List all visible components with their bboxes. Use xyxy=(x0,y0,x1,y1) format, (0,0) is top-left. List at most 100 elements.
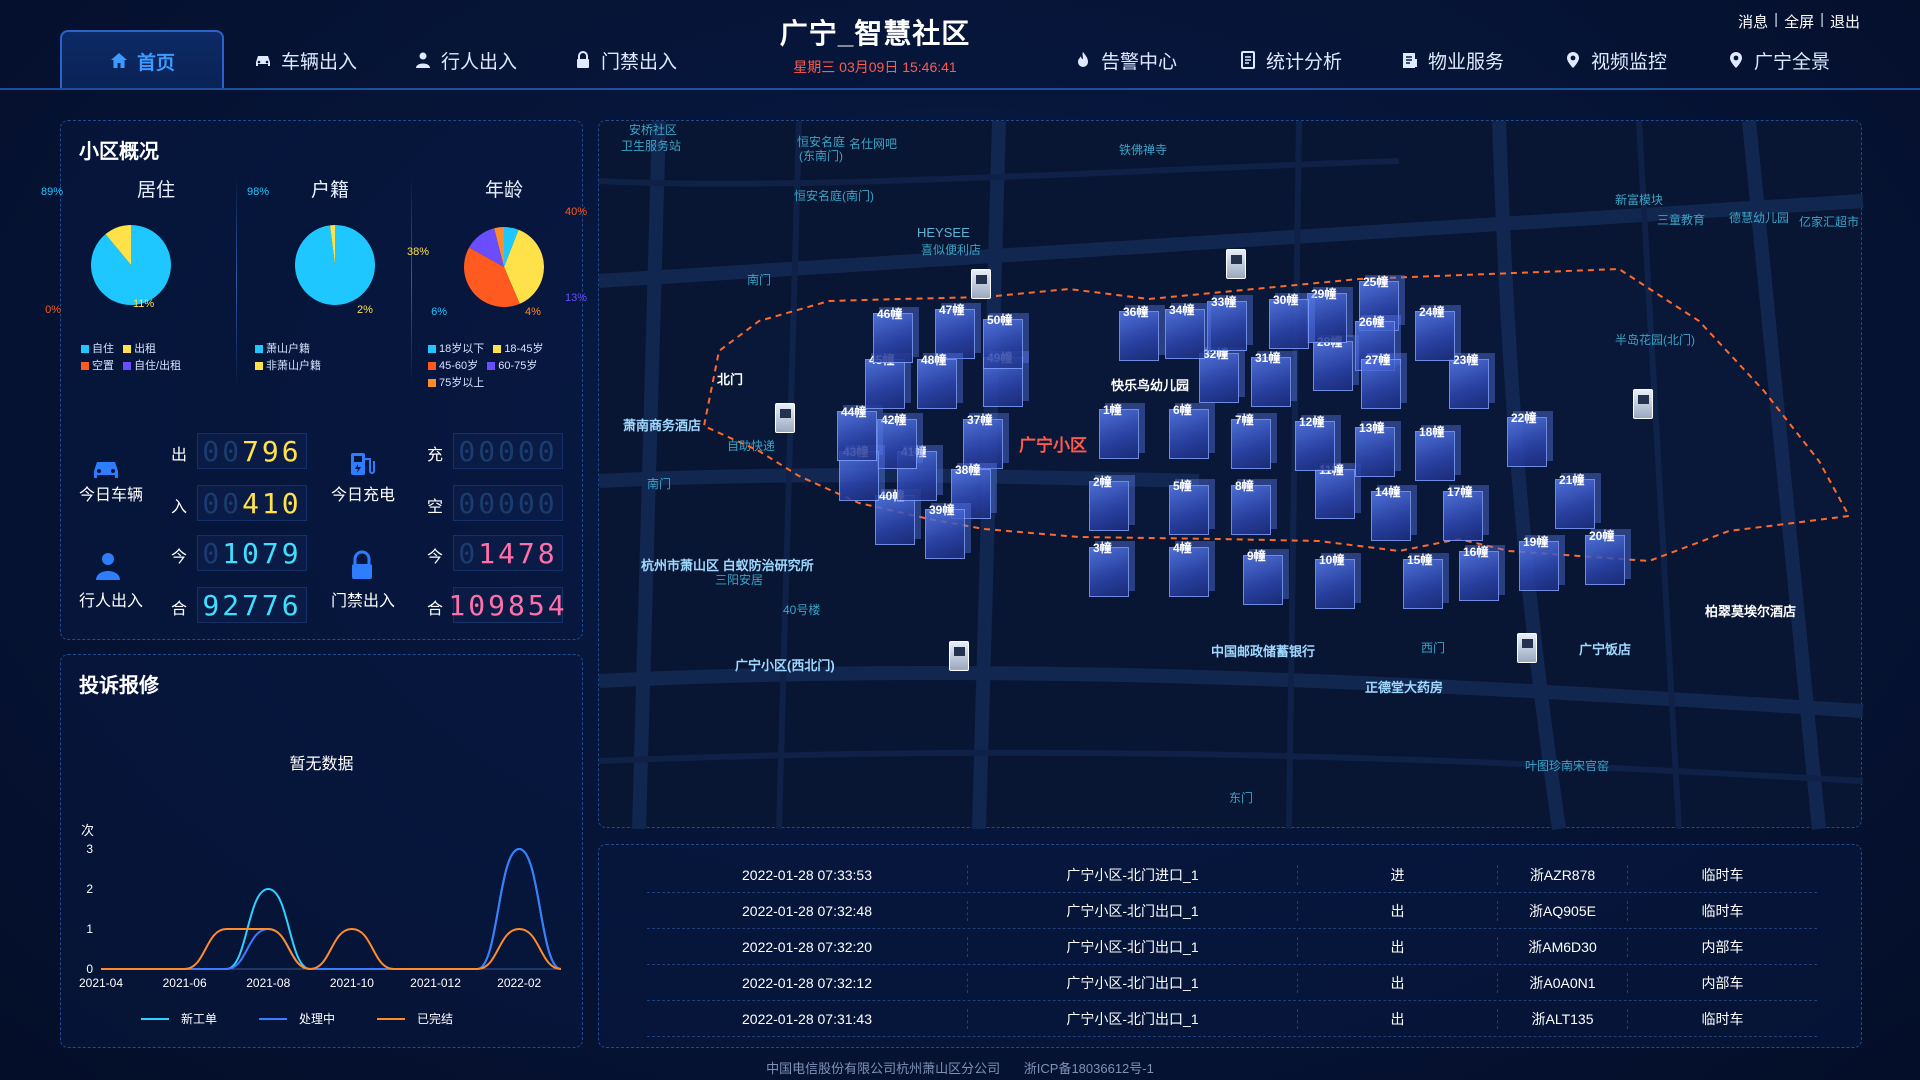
gate-camera-icon[interactable] xyxy=(775,403,795,433)
building-label: 24幢 xyxy=(1419,305,1445,319)
gate-camera-icon[interactable] xyxy=(971,269,991,299)
building-block[interactable] xyxy=(1207,301,1247,351)
building-block[interactable] xyxy=(875,495,915,545)
building-label: 19幢 xyxy=(1523,535,1549,549)
y-tick-label: 0 xyxy=(86,962,93,976)
building-block[interactable] xyxy=(1251,357,1291,407)
document-icon xyxy=(1240,51,1255,69)
building-label: 10幢 xyxy=(1319,553,1345,567)
building-block[interactable] xyxy=(1449,359,1489,409)
current-datetime: 星期三 03月09日 15:46:41 xyxy=(793,59,957,75)
legend-item: 75岁以上 xyxy=(428,375,484,391)
gate-camera-icon[interactable] xyxy=(949,641,969,671)
map-place: 西门 xyxy=(1421,641,1446,655)
building-block[interactable] xyxy=(1361,359,1401,409)
building-block[interactable] xyxy=(1371,491,1411,541)
building-block[interactable] xyxy=(935,309,975,359)
panel-title: 投诉报修 xyxy=(79,675,159,697)
footer-icp[interactable]: 浙ICP备18036612号-1 xyxy=(1023,1061,1154,1076)
building-block[interactable] xyxy=(1355,427,1395,477)
footer-company: 中国电信股份有限公司杭州萧山区分公司 xyxy=(766,1061,1001,1076)
building-block[interactable] xyxy=(1119,311,1159,361)
building-label: 39幢 xyxy=(929,503,955,517)
tab-property[interactable]: 物业服务 xyxy=(1392,30,1512,90)
messages-link[interactable]: 消息 xyxy=(1738,14,1769,31)
building-block[interactable] xyxy=(917,359,957,409)
kiosk-screen xyxy=(1231,255,1242,264)
building-block[interactable] xyxy=(925,509,965,559)
map-place: 正德堂大药房 xyxy=(1365,680,1444,695)
pie-label: 2% xyxy=(357,304,373,316)
building-block[interactable] xyxy=(1089,481,1129,531)
community-map[interactable]: 1幢2幢3幢4幢5幢6幢7幢8幢9幢10幢11幢12幢13幢14幢15幢16幢1… xyxy=(598,120,1864,830)
gate-camera-icon[interactable] xyxy=(1517,633,1537,663)
y-tick-label: 2 xyxy=(86,882,93,896)
kiosk-screen xyxy=(1638,395,1649,404)
building-block[interactable] xyxy=(1089,547,1129,597)
tab-statistics[interactable]: 统计分析 xyxy=(1230,30,1350,90)
building-block[interactable] xyxy=(1443,491,1483,541)
gate-camera-icon[interactable] xyxy=(1633,389,1653,419)
building-block[interactable] xyxy=(1415,431,1455,481)
building-block[interactable] xyxy=(1231,485,1271,535)
legend-label: 新工单 xyxy=(181,1011,217,1026)
building-block[interactable] xyxy=(1459,551,1499,601)
tab-label: 物业服务 xyxy=(1427,51,1504,73)
building-block[interactable] xyxy=(1585,535,1625,585)
building-block[interactable] xyxy=(1555,479,1595,529)
tab-video[interactable]: 视频监控 xyxy=(1555,30,1675,90)
tab-home[interactable]: 首页 xyxy=(60,30,224,90)
fullscreen-link[interactable]: 全屏 xyxy=(1784,14,1815,31)
building-block[interactable] xyxy=(1415,311,1455,361)
building-block[interactable] xyxy=(877,419,917,469)
tab-access[interactable]: 门禁出入 xyxy=(565,30,685,90)
residence-pie-chart: 89%11%0% xyxy=(41,186,171,316)
map-place: 东门 xyxy=(1229,791,1254,805)
tab-vehicle[interactable]: 车辆出入 xyxy=(240,30,370,90)
building-label: 50幢 xyxy=(987,313,1013,327)
pedestrian-today-label: 今 xyxy=(171,549,188,566)
tab-pedestrian[interactable]: 行人出入 xyxy=(405,30,525,90)
building-block[interactable] xyxy=(1099,409,1139,459)
building-block[interactable] xyxy=(1403,559,1443,609)
building-block[interactable] xyxy=(963,419,1003,469)
building-block[interactable] xyxy=(1315,559,1355,609)
building-block[interactable] xyxy=(1231,419,1271,469)
building-block[interactable] xyxy=(1295,421,1335,471)
building-block[interactable] xyxy=(837,411,877,461)
map-place: 铁佛禅寺 xyxy=(1119,143,1168,157)
building-block[interactable] xyxy=(1169,547,1209,597)
building-block[interactable] xyxy=(1519,541,1559,591)
legend-label: 萧山户籍 xyxy=(266,343,310,355)
legend-item: 出租 xyxy=(123,341,156,357)
gate-camera-icon[interactable] xyxy=(1226,249,1246,279)
tab-alarm[interactable]: 告警中心 xyxy=(1065,30,1185,90)
building-block[interactable] xyxy=(1507,417,1547,467)
tab-panorama[interactable]: 广宁全景 xyxy=(1718,30,1838,90)
building-block[interactable] xyxy=(983,319,1023,369)
building-block[interactable] xyxy=(1199,353,1239,403)
building-block[interactable] xyxy=(873,313,913,363)
logout-link[interactable]: 退出 xyxy=(1829,14,1860,31)
building-block[interactable] xyxy=(1169,409,1209,459)
building-label: 26幢 xyxy=(1359,315,1385,329)
building-block[interactable] xyxy=(1269,299,1309,349)
building-block[interactable] xyxy=(865,359,905,409)
divider xyxy=(236,173,237,388)
building-label: 22幢 xyxy=(1511,411,1537,425)
access-label: 门禁出入 xyxy=(330,593,395,610)
building-block[interactable] xyxy=(1169,485,1209,535)
building-block[interactable] xyxy=(1165,309,1205,359)
footer: 中国电信股份有限公司杭州萧山区分公司 浙ICP备18036612号-1 xyxy=(0,1058,1920,1077)
tab-label: 视频监控 xyxy=(1590,51,1667,73)
building-block[interactable] xyxy=(1243,555,1283,605)
building-block[interactable] xyxy=(1315,469,1355,519)
map-place: 恒安名庭(南门) xyxy=(794,189,874,203)
x-tick-label: 2021-06 xyxy=(163,976,207,990)
